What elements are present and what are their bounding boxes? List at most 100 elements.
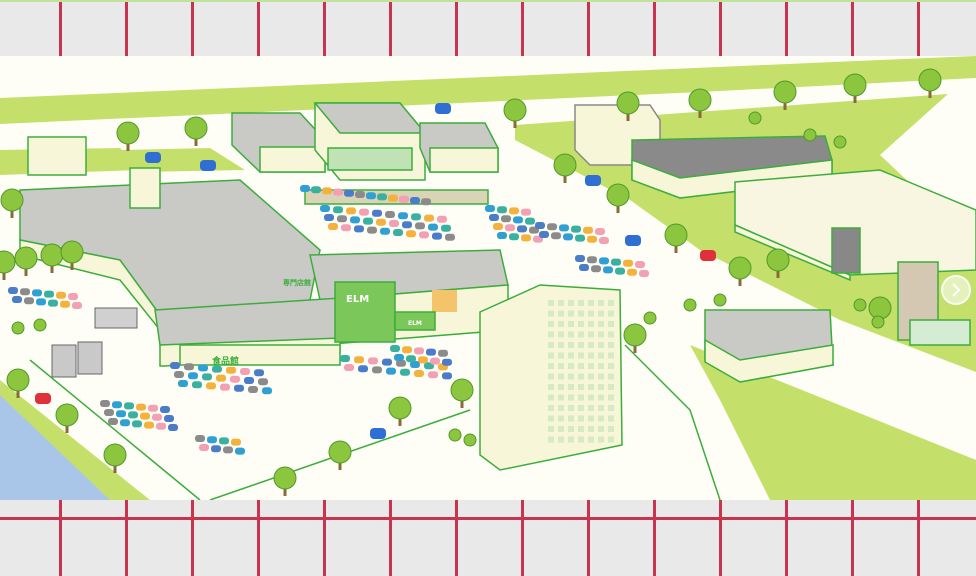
tower-window <box>598 300 604 306</box>
parked-car <box>148 404 158 412</box>
tower-window <box>558 436 564 443</box>
tower-window <box>568 426 574 432</box>
tower-window <box>588 352 594 359</box>
parked-car <box>376 218 386 226</box>
parked-car <box>386 367 396 375</box>
tree-trunk <box>460 398 464 408</box>
bush <box>853 298 867 312</box>
parked-car <box>414 370 424 377</box>
parked-car <box>442 372 452 380</box>
parked-car <box>372 209 382 217</box>
tower-window <box>608 394 614 401</box>
parked-car <box>207 436 217 444</box>
tower-window <box>578 394 584 401</box>
main-mall-building <box>19 136 509 367</box>
tower-window <box>558 342 564 348</box>
parked-car <box>341 224 351 232</box>
frame-vertical-line <box>719 500 722 576</box>
tower-window <box>548 331 554 338</box>
tree-trunk <box>928 88 932 98</box>
frame-vertical-line <box>191 2 194 56</box>
frame-vertical-line <box>851 2 854 56</box>
parked-car <box>234 384 244 392</box>
tree-trunk <box>513 118 517 128</box>
bush <box>713 293 727 307</box>
parked-car <box>333 206 343 214</box>
next-slide-button[interactable] <box>941 275 971 305</box>
tower-window <box>568 394 574 401</box>
frame-vertical-line <box>59 2 62 56</box>
tower-window <box>558 363 564 369</box>
tree-trunk <box>616 203 620 213</box>
tower-window <box>568 352 574 359</box>
tower-window <box>608 331 614 338</box>
tower-window <box>598 352 604 359</box>
tower-window <box>568 405 574 411</box>
tower-window <box>608 384 614 390</box>
parked-car <box>60 300 70 308</box>
tree-trunk <box>338 460 342 470</box>
chevron-right-icon <box>952 283 961 297</box>
frame-vertical-line <box>785 2 788 56</box>
parked-car <box>178 380 188 387</box>
parked-car <box>583 226 593 234</box>
tower-window <box>568 363 574 369</box>
parked-car <box>199 444 209 451</box>
bottom-frame-band <box>0 500 976 576</box>
frame-vertical-line <box>323 500 326 576</box>
tree <box>14 246 38 270</box>
parked-car <box>300 185 310 192</box>
tower-window <box>548 415 554 422</box>
parked-car <box>428 371 438 379</box>
parked-car <box>445 233 455 241</box>
truck <box>94 307 138 329</box>
grass-riverbank <box>0 380 150 500</box>
frame-vertical-line <box>587 2 590 56</box>
tower-window <box>598 373 604 380</box>
parked-car <box>639 270 649 277</box>
frame-vertical-line <box>653 500 656 576</box>
parked-car <box>112 401 122 409</box>
parked-car <box>350 216 360 224</box>
parked-car <box>240 368 250 375</box>
parked-car <box>385 211 395 218</box>
parked-car <box>501 215 511 223</box>
parked-car <box>212 365 222 373</box>
parked-car <box>587 235 597 243</box>
tower-window <box>598 321 604 327</box>
car <box>435 103 451 114</box>
parked-car <box>437 215 447 223</box>
tower-window <box>558 384 564 390</box>
parked-car <box>202 373 212 381</box>
parked-car <box>211 445 221 453</box>
tower-window <box>608 363 614 369</box>
parked-car <box>104 409 114 416</box>
parked-car <box>559 224 569 232</box>
frame-vertical-line <box>653 2 656 56</box>
tree <box>328 440 352 464</box>
tower-window <box>558 331 564 338</box>
parked-car <box>635 261 645 268</box>
tower-window <box>568 415 574 422</box>
parked-car <box>100 400 110 407</box>
tree-trunk <box>776 268 780 278</box>
truck <box>77 341 103 375</box>
tower-window <box>548 363 554 369</box>
tree <box>843 73 867 97</box>
parked-car <box>320 205 330 212</box>
tower-window <box>568 436 574 443</box>
tower-window <box>608 373 614 380</box>
parked-car <box>513 216 523 224</box>
tree <box>918 68 942 92</box>
tower-window <box>558 321 564 327</box>
car <box>585 175 601 186</box>
parked-car <box>132 420 142 428</box>
parked-car <box>192 381 202 389</box>
parked-car <box>258 378 268 386</box>
bush <box>33 318 47 332</box>
tower-window <box>608 310 614 317</box>
parked-car <box>140 412 150 420</box>
parked-car <box>402 221 412 229</box>
tree <box>60 240 84 264</box>
tree-trunk <box>194 136 198 146</box>
